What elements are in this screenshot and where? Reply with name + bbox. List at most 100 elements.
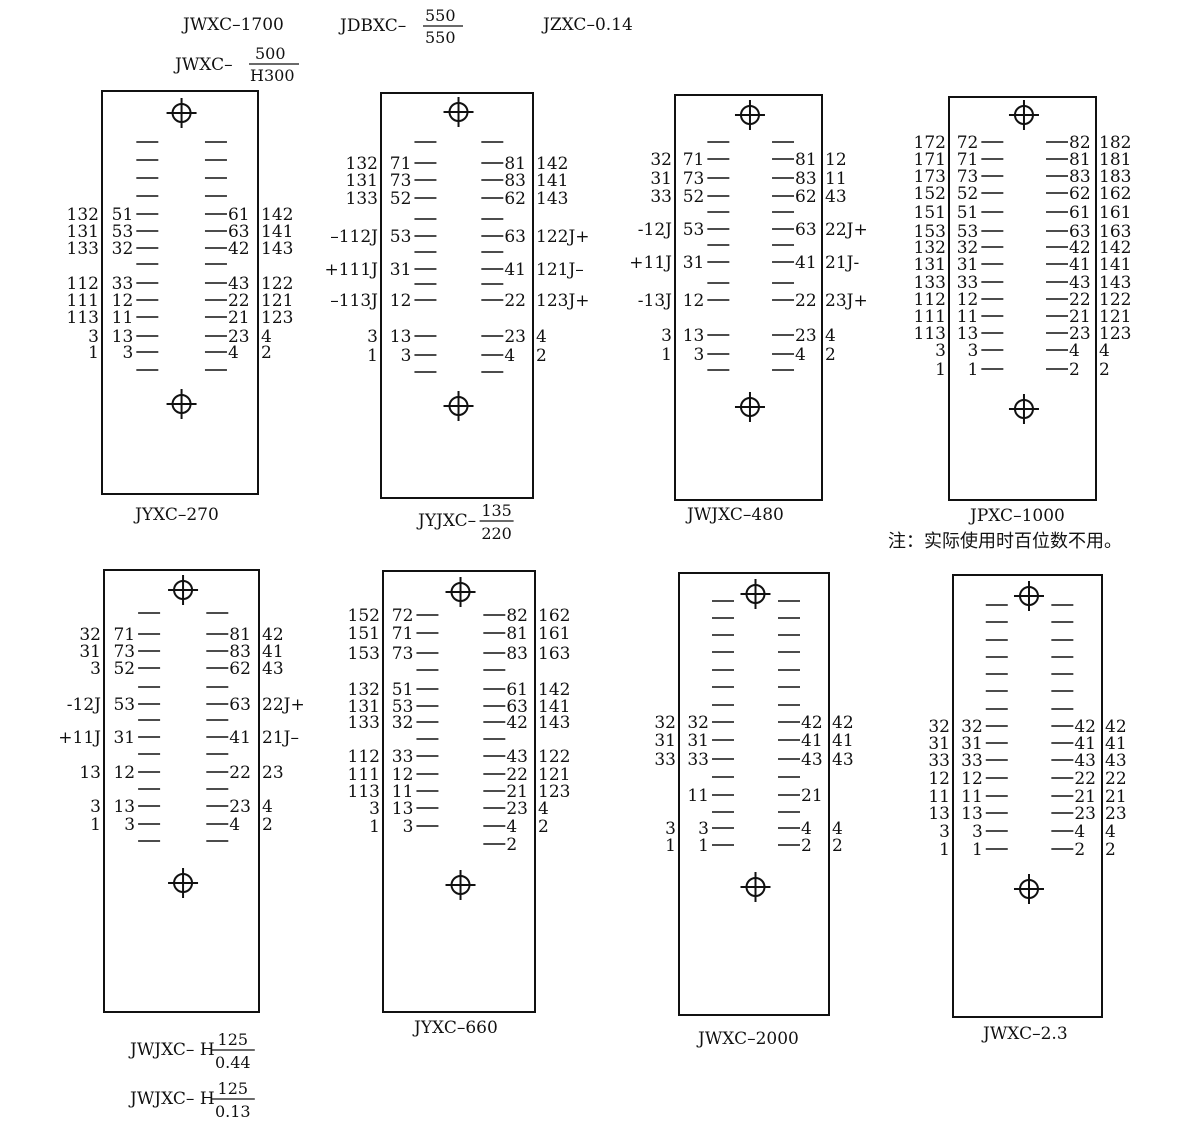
outer-pin-left: 113: [67, 308, 99, 328]
outer-pin-left: 112: [914, 290, 946, 310]
outer-pin-left: 31: [79, 642, 101, 662]
inner-pin-left: 11: [687, 786, 709, 806]
outer-pin-left: 151: [914, 203, 946, 223]
outer-pin-right: 41: [832, 731, 854, 751]
inner-pin-right: 4: [1069, 341, 1080, 361]
outer-pin-left: 172: [914, 133, 946, 153]
inner-pin-right: 82: [1069, 133, 1091, 153]
outer-pin-left: 131: [914, 255, 946, 275]
outer-pin-left: 32: [650, 150, 672, 170]
relay-body: [952, 574, 1103, 1018]
inner-pin-left: 73: [957, 167, 979, 187]
mounting-hole-bottom-icon: [168, 868, 199, 898]
inner-pin-right: 22: [504, 291, 526, 311]
outer-pin-right: 12: [825, 150, 847, 170]
inner-pin-right: 41: [229, 728, 251, 748]
inner-pin-left: 31: [687, 731, 709, 751]
outer-pin-left: 31: [654, 731, 676, 751]
svg-text:H300: H300: [250, 66, 295, 85]
outer-pin-right: 143: [538, 713, 570, 733]
inner-pin-right: 42: [801, 713, 823, 733]
relay-body: [674, 94, 823, 501]
inner-pin-right: 4: [229, 815, 240, 835]
outer-pin-right: 141: [261, 222, 293, 242]
relay-caption-text: JWXC–2.3: [981, 1024, 1068, 1044]
outer-pin-left: 3: [367, 327, 378, 347]
outer-pin-left: 31: [650, 169, 672, 189]
outer-pin-right: 22J+: [262, 695, 305, 715]
outer-pin-left: -13J: [638, 291, 672, 311]
mounting-hole-bottom-icon: [443, 391, 474, 421]
model-label-jzxc-0.14: JZXC–0.14: [541, 15, 633, 35]
inner-pin-left: 51: [392, 680, 414, 700]
outer-pin-right: 163: [538, 644, 570, 664]
inner-pin-left: 71: [392, 624, 414, 644]
outer-pin-left: –113J: [330, 291, 378, 311]
relay-caption-prefix: JWJXC– H: [128, 1040, 215, 1060]
outer-pin-left: 132: [346, 154, 378, 174]
outer-pin-right: 43: [262, 659, 284, 679]
inner-pin-right: 61: [1069, 203, 1091, 223]
inner-pin-right: 41: [1074, 734, 1096, 754]
inner-pin-left: 3: [124, 815, 135, 835]
inner-pin-right: 63: [1069, 222, 1091, 242]
relay-caption-prefix: JYJXC–: [416, 511, 476, 531]
outer-pin-left: 131: [346, 171, 378, 191]
inner-pin-left: 3: [122, 343, 133, 363]
outer-pin-right: 122: [261, 274, 293, 294]
inner-pin-right: 23: [1069, 324, 1091, 344]
relay-body: [103, 569, 260, 1013]
outer-pin-left: 151: [348, 624, 380, 644]
relay-caption-text: JYXC–270: [133, 505, 219, 525]
outer-pin-left: 133: [914, 273, 946, 293]
inner-pin-left: 73: [683, 169, 705, 189]
inner-pin-left: 32: [392, 713, 414, 733]
outer-pin-right: 142: [261, 205, 293, 225]
relay-caption-den: 220: [481, 524, 512, 543]
outer-pin-left: +11J: [58, 728, 101, 748]
outer-pin-left: 32: [654, 713, 676, 733]
inner-pin-left: 33: [392, 747, 414, 767]
inner-pin-right: 43: [1069, 273, 1091, 293]
outer-pin-left: -12J: [67, 695, 101, 715]
outer-pin-right: 162: [1099, 184, 1131, 204]
outer-pin-left: 33: [654, 750, 676, 770]
outer-pin-right: 2: [1099, 360, 1110, 380]
inner-pin-left: 3: [968, 341, 979, 361]
relay-caption: JYXC–660: [412, 1018, 498, 1038]
inner-pin-right: 22: [795, 291, 817, 311]
mounting-hole-bottom-icon: [166, 389, 197, 419]
outer-pin-left: 1: [88, 343, 99, 363]
inner-pin-left: 53: [390, 227, 412, 247]
model-label-jwxc-500-h300: JWXC– 500 H300: [173, 44, 299, 85]
outer-pin-right: 4: [536, 327, 547, 347]
outer-pin-right: 161: [1099, 203, 1131, 223]
outer-pin-right: 121: [1099, 307, 1131, 327]
relay-caption: JPXC–1000: [968, 506, 1065, 526]
inner-pin-right: 63: [228, 222, 250, 242]
inner-pin-left: 52: [113, 659, 135, 679]
inner-pin-left: 53: [957, 222, 979, 242]
inner-pin-right: 22: [229, 763, 251, 783]
inner-pin-left: 73: [113, 642, 135, 662]
inner-pin-right: 83: [795, 169, 817, 189]
inner-pin-left: 13: [961, 804, 983, 824]
inner-pin-right: 62: [229, 659, 251, 679]
inner-pin-right: 2: [1074, 840, 1085, 860]
relay-caption-num: 125: [218, 1030, 249, 1049]
svg-text:550: 550: [425, 28, 456, 47]
inner-pin-left: 1: [968, 360, 979, 380]
inner-pin-left: 71: [683, 150, 705, 170]
outer-pin-left: 113: [348, 782, 380, 802]
inner-pin-left: 13: [390, 327, 412, 347]
inner-pin-left: 71: [957, 150, 979, 170]
outer-pin-right: 161: [538, 624, 570, 644]
outer-pin-right: 43: [832, 750, 854, 770]
outer-pin-right: 121J–: [536, 260, 584, 280]
outer-pin-right: 23: [1105, 804, 1127, 824]
outer-pin-right: 21J–: [262, 728, 299, 748]
